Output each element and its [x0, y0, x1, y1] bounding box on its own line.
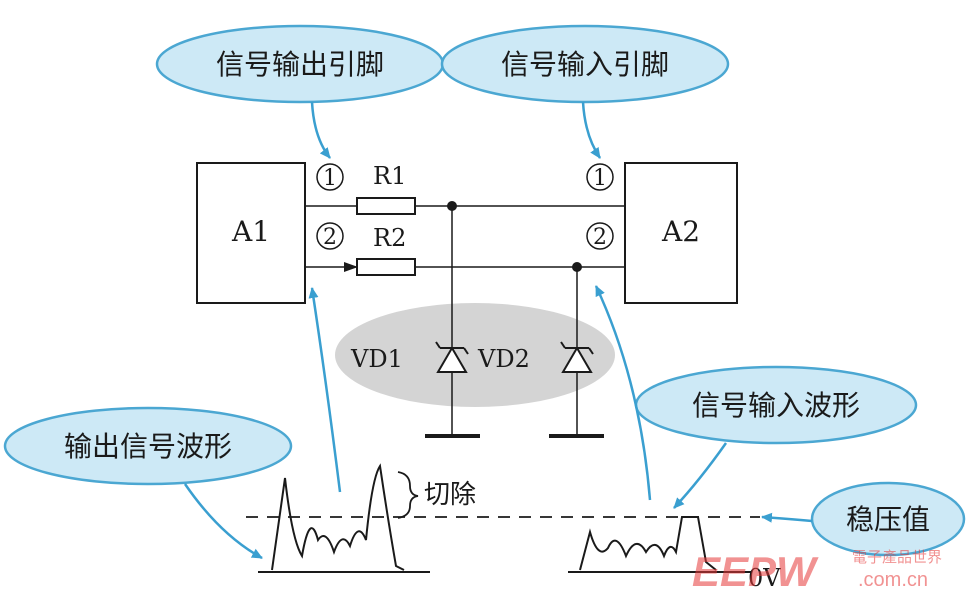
chip-a2-label: A2 [661, 215, 700, 248]
watermark-domain: .com.cn [858, 569, 928, 591]
pin-a2-2: 2 [586, 222, 614, 250]
svg-text:1: 1 [323, 166, 337, 191]
watermark: EEPW 電子產品世界 .com.cn [692, 548, 942, 595]
junction-dot-2 [572, 262, 582, 272]
pin-a2-1: 1 [586, 163, 614, 191]
svg-text:2: 2 [323, 225, 337, 250]
zener-vd2 [560, 341, 594, 373]
callout-input-pin-text: 信号输入引脚 [501, 48, 669, 81]
svg-text:2: 2 [593, 225, 607, 250]
callout-input-waveform: 信号输入波形 [634, 365, 918, 445]
zener-vd1 [435, 341, 469, 373]
callout-output-waveform: 输出信号波形 [3, 406, 293, 486]
callout-arrows [183, 101, 813, 560]
pin-a1-2: 2 [316, 222, 344, 250]
callout-output-pin-text: 信号输出引脚 [216, 48, 384, 81]
resistor-r1-label: R1 [373, 162, 406, 190]
zener-vd2-label: VD2 [477, 345, 530, 373]
cut-brace [397, 471, 419, 519]
callout-input-waveform-text: 信号输入波形 [692, 389, 860, 422]
arrow-input-waveform [673, 442, 728, 509]
zener-vd1-label: VD1 [350, 345, 403, 373]
diode-highlight-blob [335, 303, 615, 407]
arrow-to-a1 [308, 287, 342, 493]
watermark-logo: EEPW [692, 548, 819, 595]
resistor-r1: R1 [356, 162, 416, 215]
callout-clamp-value-text: 稳压值 [846, 503, 930, 536]
arrow-clamp-value [761, 512, 813, 523]
arrow-to-a2 [594, 285, 652, 501]
svg-text:1: 1 [593, 166, 607, 191]
junction-dot-1 [447, 201, 457, 211]
chip-a1-label: A1 [231, 215, 270, 248]
watermark-cn-name: 電子產品世界 [852, 548, 942, 566]
callout-input-pin: 信号输入引脚 [440, 24, 730, 104]
zero-volt-label: 0V [748, 564, 781, 592]
arrow-output-pin [310, 101, 331, 159]
pin-a1-1: 1 [316, 163, 344, 191]
arrow-output-waveform [183, 483, 263, 560]
cut-label: 切除 [424, 480, 476, 510]
chip-a1: A1 [196, 162, 306, 304]
callout-clamp-value: 稳压值 [810, 481, 966, 557]
waveform-output [271, 463, 405, 571]
chip-a2: A2 [624, 162, 738, 304]
arrow-input-pin [581, 101, 602, 159]
callout-output-waveform-text: 输出信号波形 [64, 430, 232, 463]
resistor-r2: R2 [356, 224, 416, 276]
resistor-r2-label: R2 [373, 224, 406, 252]
callout-output-pin: 信号输出引脚 [155, 24, 445, 104]
waveform-input [579, 516, 717, 571]
